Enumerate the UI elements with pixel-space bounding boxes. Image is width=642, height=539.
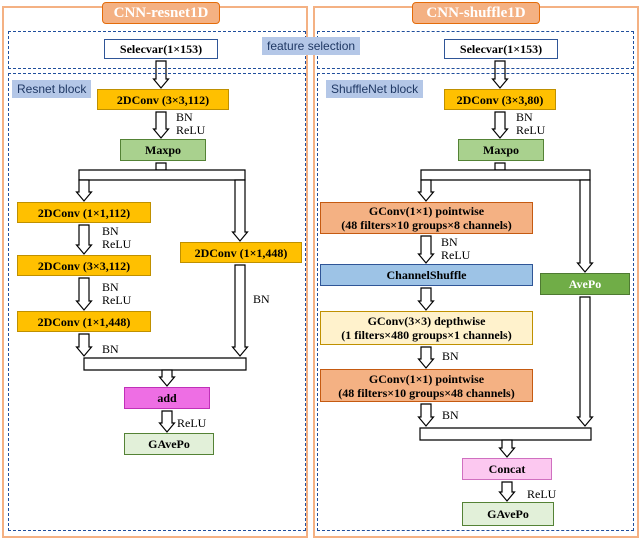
resnet-arrow-b1: [75, 224, 93, 255]
resnet-relu-label-b: ReLU: [102, 237, 132, 251]
resnet-arrow-b3: [75, 333, 93, 357]
shufflenet-bn-label-d: BN: [442, 408, 459, 422]
shufflenet-arrow-concat: [498, 481, 516, 502]
resnet-bn-label-b: BN: [102, 224, 119, 238]
resnet-arrow-b2: [75, 277, 93, 311]
shufflenet-arrow-g3: [417, 403, 435, 427]
shufflenet-arrow-g2: [417, 346, 435, 369]
shufflenet-concat-box: Concat: [462, 458, 552, 480]
shufflenet-arrow-input: [491, 60, 509, 89]
shufflenet-relu-label-a: ReLU: [516, 123, 546, 137]
shufflenet-relu-label-b: ReLU: [441, 248, 471, 262]
resnet-relu-label-c: ReLU: [102, 293, 132, 307]
resnet-join-bar: [83, 357, 247, 371]
shufflenet-arrow-avepo: [576, 296, 594, 427]
shufflenet-bn-label-b: BN: [441, 235, 458, 249]
resnet-bn-label-d: BN: [102, 342, 119, 356]
shufflenet-maxpool-box: Maxpo: [458, 139, 544, 161]
shufflenet-block-label: ShuffleNet block: [326, 80, 424, 98]
shufflenet-conv-3x3-80: 2DConv (3×3,80): [444, 89, 556, 110]
resnet-relu-label-out: ReLU: [177, 416, 207, 430]
resnet-conv-3x3-112-branch: 2DConv (3×3,112): [17, 255, 151, 276]
shufflenet-bn-label-c: BN: [442, 349, 459, 363]
resnet-panel-title: CNN-resnet1D: [102, 2, 220, 24]
shufflenet-fork-left: [417, 179, 435, 202]
resnet-fork-right: [231, 179, 249, 242]
shufflenet-gconv-pointwise-2: GConv(1×1) pointwise (48 filters×10 grou…: [320, 369, 533, 402]
shufflenet-fork-right: [576, 179, 594, 273]
shufflenet-channel-shuffle: ChannelShuffle: [320, 264, 533, 286]
resnet-conv-1x1-448-branch: 2DConv (1×1,448): [17, 311, 151, 332]
resnet-add-box: add: [124, 387, 210, 409]
shufflenet-join-arrow: [498, 439, 516, 458]
shufflenet-gconv-depthwise: GConv(3×3) depthwise (1 filters×480 grou…: [320, 311, 533, 345]
shufflenet-avgpool-box: AvePo: [540, 273, 630, 295]
shufflenet-bn-label-a: BN: [516, 110, 533, 124]
resnet-bn-label-a: BN: [176, 110, 193, 124]
resnet-join-arrow: [158, 369, 176, 387]
shufflenet-arrow-conv: [491, 111, 509, 139]
resnet-gap-box: GAvePo: [124, 433, 214, 455]
resnet-conv-3x3-112: 2DConv (3×3,112): [97, 89, 229, 110]
shufflenet-input-box: Selecvar(1×153): [444, 39, 558, 59]
resnet-bn-label-shortcut: BN: [253, 292, 270, 306]
resnet-arrow-input: [152, 60, 170, 89]
resnet-maxpool-box: Maxpo: [120, 139, 206, 161]
feature-selection-label: feature selection: [262, 37, 361, 55]
resnet-block-label: Resnet block: [12, 80, 92, 98]
resnet-arrow-conv: [152, 111, 170, 139]
shufflenet-block-region: [317, 73, 634, 531]
resnet-block-region: [8, 73, 306, 531]
resnet-conv-1x1-112: 2DConv (1×1,112): [17, 202, 151, 223]
resnet-arrow-shortcut: [231, 264, 249, 357]
resnet-fork-left: [75, 179, 93, 202]
shufflenet-panel-title: CNN-shuffle1D: [412, 2, 540, 24]
shufflenet-relu-label-out: ReLU: [527, 487, 557, 501]
resnet-arrow-add: [158, 410, 176, 433]
resnet-input-box: Selecvar(1×153): [104, 39, 218, 59]
shufflenet-gconv-pointwise-1: GConv(1×1) pointwise (48 filters×10 grou…: [320, 202, 533, 234]
resnet-relu-label-a: ReLU: [176, 123, 206, 137]
shufflenet-gap-box: GAvePo: [462, 502, 554, 526]
shufflenet-arrow-shuffle: [417, 287, 435, 311]
shufflenet-join-bar: [419, 427, 592, 441]
shufflenet-arrow-g1: [417, 235, 435, 264]
resnet-bn-label-c: BN: [102, 280, 119, 294]
resnet-shortcut-conv-1x1-448: 2DConv (1×1,448): [180, 242, 302, 263]
